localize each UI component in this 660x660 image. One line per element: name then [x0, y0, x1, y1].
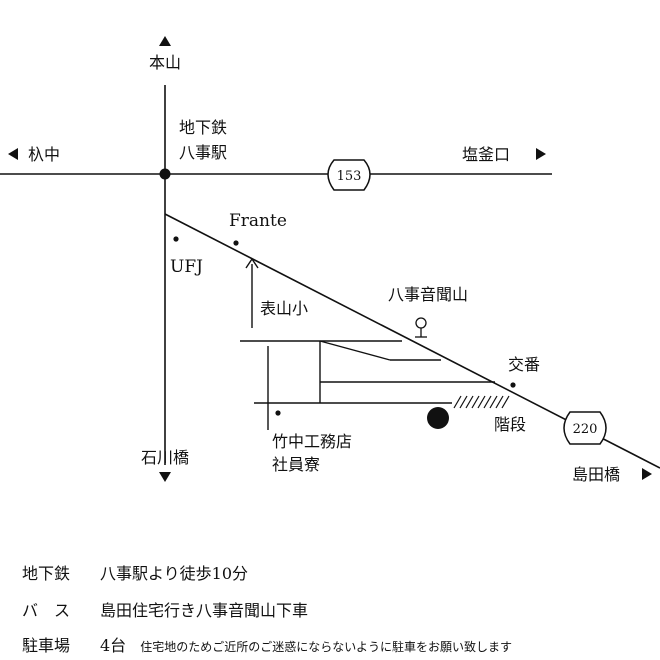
west-label: 杁中: [28, 145, 60, 164]
access-subway-key: 地下鉄: [22, 564, 71, 583]
ufj-label: UFJ: [170, 257, 203, 277]
southeast-arrow-icon: [642, 468, 652, 480]
access-bus-key: バ ス: [22, 601, 71, 620]
access-parking-note: 住宅地のためご近所のご迷惑にならないように駐車をお願い致します: [140, 640, 512, 654]
southeast-label: 島田橋: [572, 465, 620, 484]
south-label: 石川橋: [141, 448, 189, 467]
east-arrow-icon: [536, 148, 546, 160]
side-streets: [240, 264, 495, 430]
up-arrow-icon: [245, 257, 259, 269]
school-label: 表山小: [260, 299, 308, 318]
stairs-label: 階段: [494, 415, 526, 434]
access-parking-key: 駐車場: [22, 636, 71, 655]
frante-label: Frante: [229, 211, 287, 231]
route-153-shield: 153: [327, 159, 371, 191]
route-220-shield: 220: [563, 411, 607, 445]
destination-marker: [427, 407, 449, 429]
access-subway-row: 地下鉄 八事駅より徒歩10分: [22, 560, 248, 584]
frante-dot: [233, 240, 239, 246]
station-marker: [159, 168, 171, 180]
west-arrow-icon: [8, 148, 18, 160]
koban-label: 交番: [508, 355, 540, 374]
koban-dot: [510, 382, 516, 388]
dorm-label-line2: 社員寮: [272, 455, 320, 474]
south-arrow-icon: [159, 472, 171, 482]
station-label-line2: 八事駅: [179, 143, 227, 162]
access-subway-value: 八事駅より徒歩10分: [100, 564, 249, 583]
dorm-dot: [275, 410, 281, 416]
shrine-icon: [415, 317, 427, 338]
ufj-dot: [173, 236, 179, 242]
access-bus-row: バ ス 島田住宅行き八事音聞山下車: [22, 597, 308, 621]
stairs-hatch: [453, 395, 510, 409]
route-220-number: 220: [573, 422, 598, 437]
station-label-line1: 地下鉄: [179, 118, 227, 137]
access-parking-value: 4台: [100, 636, 127, 655]
shrine-label: 八事音聞山: [388, 285, 468, 304]
access-bus-value: 島田住宅行き八事音聞山下車: [100, 601, 309, 620]
route-153-number: 153: [337, 169, 362, 184]
north-label: 本山: [149, 53, 181, 72]
access-parking-row: 駐車場 4台住宅地のためご近所のご迷惑にならないように駐車をお願い致します: [22, 632, 512, 656]
access-map: 153 220 本山 杁中 塩釜口 地下鉄 八事駅 Frante UFJ 表山小…: [0, 36, 660, 484]
east-label: 塩釜口: [462, 145, 510, 164]
dorm-label-line1: 竹中工務店: [272, 432, 352, 451]
north-arrow-icon: [159, 36, 171, 46]
